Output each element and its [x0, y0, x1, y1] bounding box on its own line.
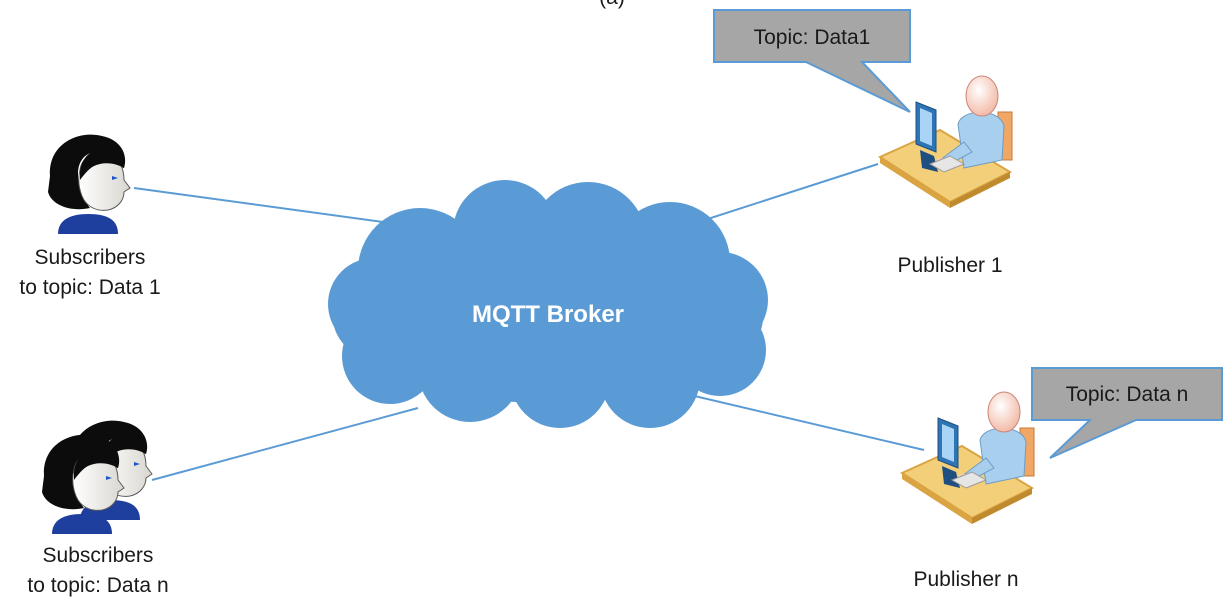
desk-computer-icon — [879, 75, 1013, 209]
connector-subscriber-n — [151, 407, 419, 481]
publisher-1-topic: Topic: Data1 — [754, 26, 871, 49]
subscriber-n: Subscribers to topic: Data n — [27, 420, 169, 597]
publisher-n-topic: Topic: Data n — [1066, 383, 1189, 406]
subscriber-n-line2: to topic: Data n — [27, 574, 168, 597]
broker-label: MQTT Broker — [472, 301, 624, 328]
cloud-icon: MQTT Broker — [328, 180, 768, 428]
subscriber-1: Subscribers to topic: Data 1 — [19, 134, 161, 299]
top-fragment: (a) — [599, 0, 625, 9]
connector-publisher-n — [685, 393, 925, 451]
publisher-n-label: Publisher n — [913, 568, 1018, 591]
subscriber-1-line1: Subscribers — [35, 246, 146, 269]
publisher-1-label: Publisher 1 — [897, 254, 1002, 277]
subscriber-1-line2: to topic: Data 1 — [19, 276, 160, 299]
publisher-1-callout: Topic: Data1 — [713, 9, 911, 113]
person-head-icon — [47, 134, 131, 235]
connector-publisher-1 — [685, 163, 879, 227]
publisher-1: Publisher 1 — [879, 75, 1013, 277]
subscriber-n-line1: Subscribers — [43, 544, 154, 567]
group-heads-icon — [41, 420, 153, 535]
desk-computer-icon — [901, 391, 1035, 525]
publisher-n: Publisher n — [901, 391, 1035, 591]
publisher-n-callout: Topic: Data n — [1031, 367, 1223, 459]
connector-subscriber-1 — [133, 187, 413, 227]
